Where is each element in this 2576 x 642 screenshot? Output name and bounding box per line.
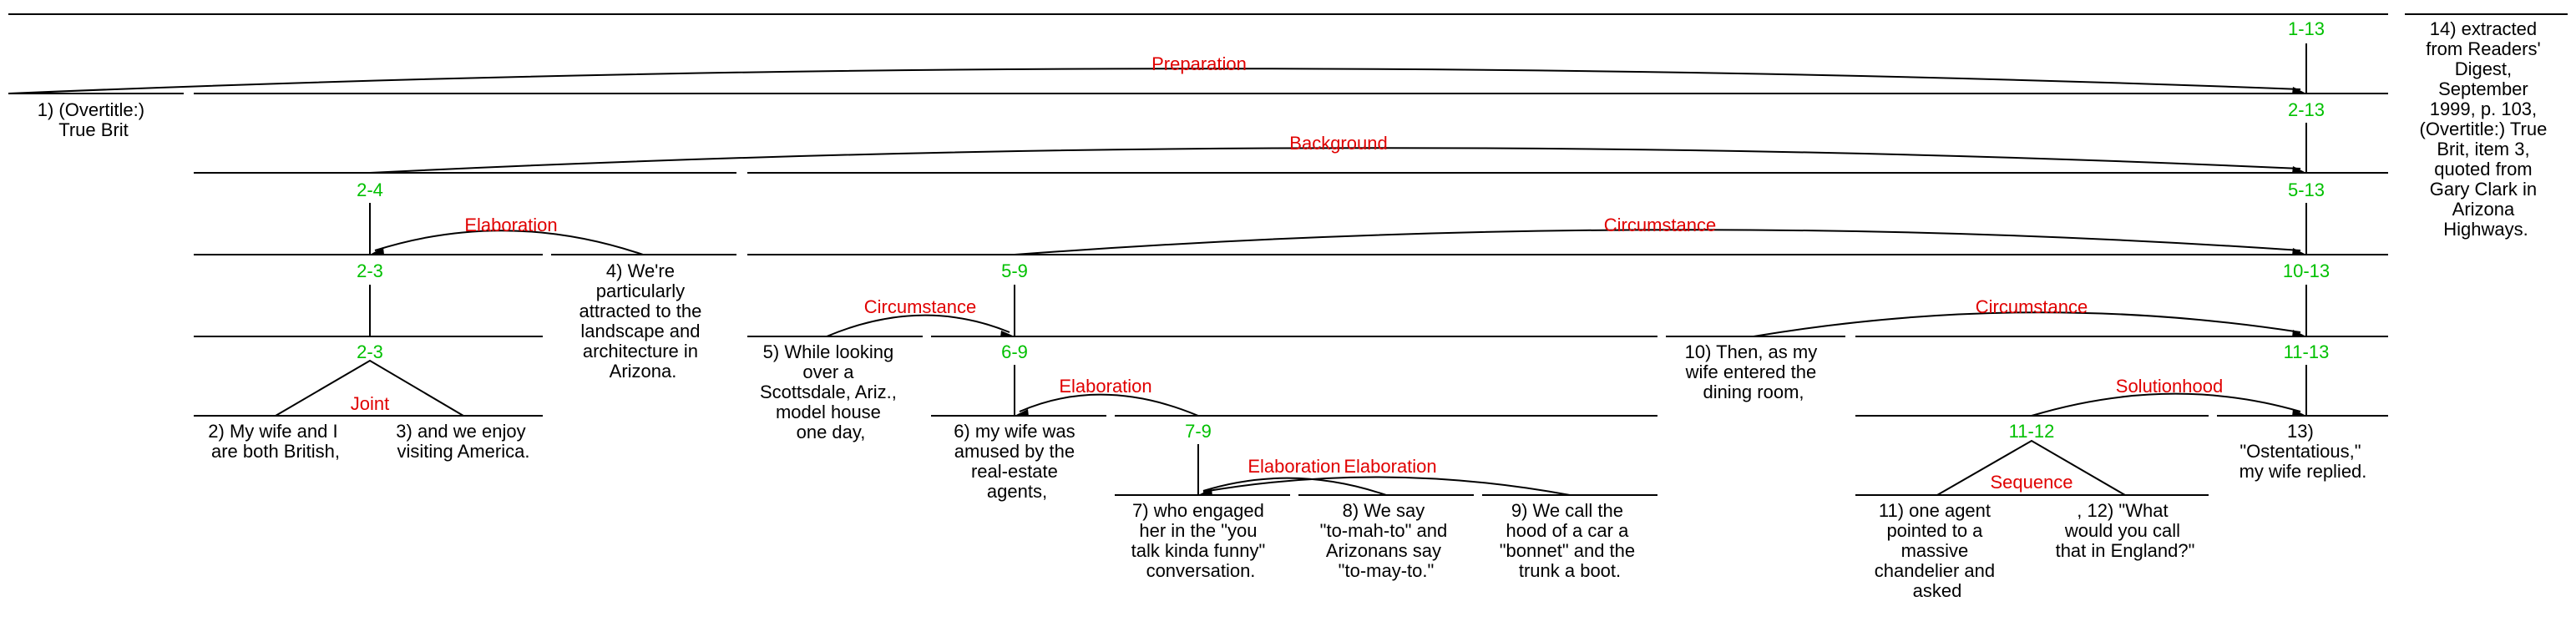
elaboration-6-9-arrowhead: [1015, 409, 1029, 417]
background-arrowhead: [2292, 166, 2306, 174]
span-label-2-3-upper: 2-3: [357, 260, 383, 281]
elaboration-2-4-arrowhead: [370, 247, 384, 255]
span-label-1-13: 1-13: [2288, 18, 2325, 39]
span-label-7-9: 7-9: [1185, 421, 1212, 442]
circumstance-5-9-arc: [826, 314, 1010, 337]
span-label-10-13: 10-13: [2283, 260, 2330, 281]
elaboration-6-9-arc: [1019, 393, 1199, 417]
segment-6: 6) my wife was amused by the real-estate…: [954, 421, 1081, 502]
span-label-6-9: 6-9: [1001, 341, 1028, 362]
background-arc: [369, 147, 2301, 174]
circumstance-5-13-arc: [1014, 229, 2301, 255]
relation-label-background: Background: [1289, 133, 1387, 154]
circumstance-5-9-arrowhead: [1000, 331, 1015, 337]
relation-label-solutionhood: Solutionhood: [2116, 376, 2223, 397]
elaboration-9-arrowhead: [1198, 489, 1212, 496]
relation-label-preparation: Preparation: [1151, 53, 1247, 74]
circumstance-5-13-arrowhead: [2292, 248, 2306, 255]
relation-label-circumstance-10-13: Circumstance: [1976, 296, 2088, 317]
span-label-11-13: 11-13: [2284, 341, 2330, 362]
segment-11: 11) one agent pointed to a massive chand…: [1875, 500, 2000, 601]
segment-1: 1) (Overtitle:) True Brit: [38, 99, 149, 140]
relation-label-circumstance-5-13: Circumstance: [1604, 215, 1716, 235]
segment-3: 3) and we enjoy visiting America.: [396, 421, 530, 462]
relation-label-joint: Joint: [351, 393, 389, 414]
span-label-2-4: 2-4: [357, 179, 383, 200]
segment-14: 14) extracted from Readers' Digest, Sept…: [2420, 18, 2553, 240]
segment-7: 7) who engaged her in the "you talk kind…: [1131, 500, 1271, 581]
joint-triangle: [275, 359, 464, 417]
relation-label-circumstance-5-9: Circumstance: [864, 296, 976, 317]
span-label-5-9: 5-9: [1001, 260, 1028, 281]
span-label-2-13: 2-13: [2288, 99, 2325, 120]
relation-label-elaboration-6-9: Elaboration: [1059, 376, 1151, 397]
solutionhood-arrowhead: [2292, 409, 2306, 417]
segment-13: 13) "Ostentatious," my wife replied.: [2239, 421, 2367, 482]
span-label-11-12: 11-12: [2009, 421, 2055, 442]
span-label-5-13: 5-13: [2288, 179, 2325, 200]
preparation-arc: [8, 68, 2301, 94]
segment-4: 4) We're particularly attracted to the l…: [579, 260, 707, 382]
segment-8: 8) We say "to-mah-to" and Arizonans say …: [1320, 500, 1453, 581]
circumstance-10-13-arrowhead: [2292, 330, 2306, 337]
circumstance-10-13-arc: [1753, 311, 2301, 337]
relation-label-sequence: Sequence: [1990, 472, 2072, 493]
elaboration-8-arc: [1202, 477, 1387, 496]
relation-label-elaboration-8: Elaboration: [1248, 456, 1340, 477]
relation-label-elaboration-9: Elaboration: [1344, 456, 1436, 477]
segment-5: 5) While looking over a Scottsdale, Ariz…: [760, 341, 902, 442]
segment-10: 10) Then, as my wife entered the dining …: [1685, 341, 1823, 402]
elaboration-9-arc: [1202, 476, 1571, 496]
segment-2: 2) My wife and I are both British,: [208, 421, 342, 462]
elaboration-2-4-arc: [374, 230, 644, 255]
preparation-arrowhead: [2292, 87, 2306, 94]
span-label-2-3-lower: 2-3: [357, 341, 383, 362]
solutionhood-arc: [2031, 392, 2301, 417]
sequence-triangle: [1936, 439, 2126, 496]
segment-9: 9) We call the hood of a car a "bonnet" …: [1500, 500, 1641, 581]
relation-label-elaboration-2-4: Elaboration: [464, 215, 557, 235]
segment-12: , 12) "What would you call that in Engla…: [2056, 500, 2195, 561]
